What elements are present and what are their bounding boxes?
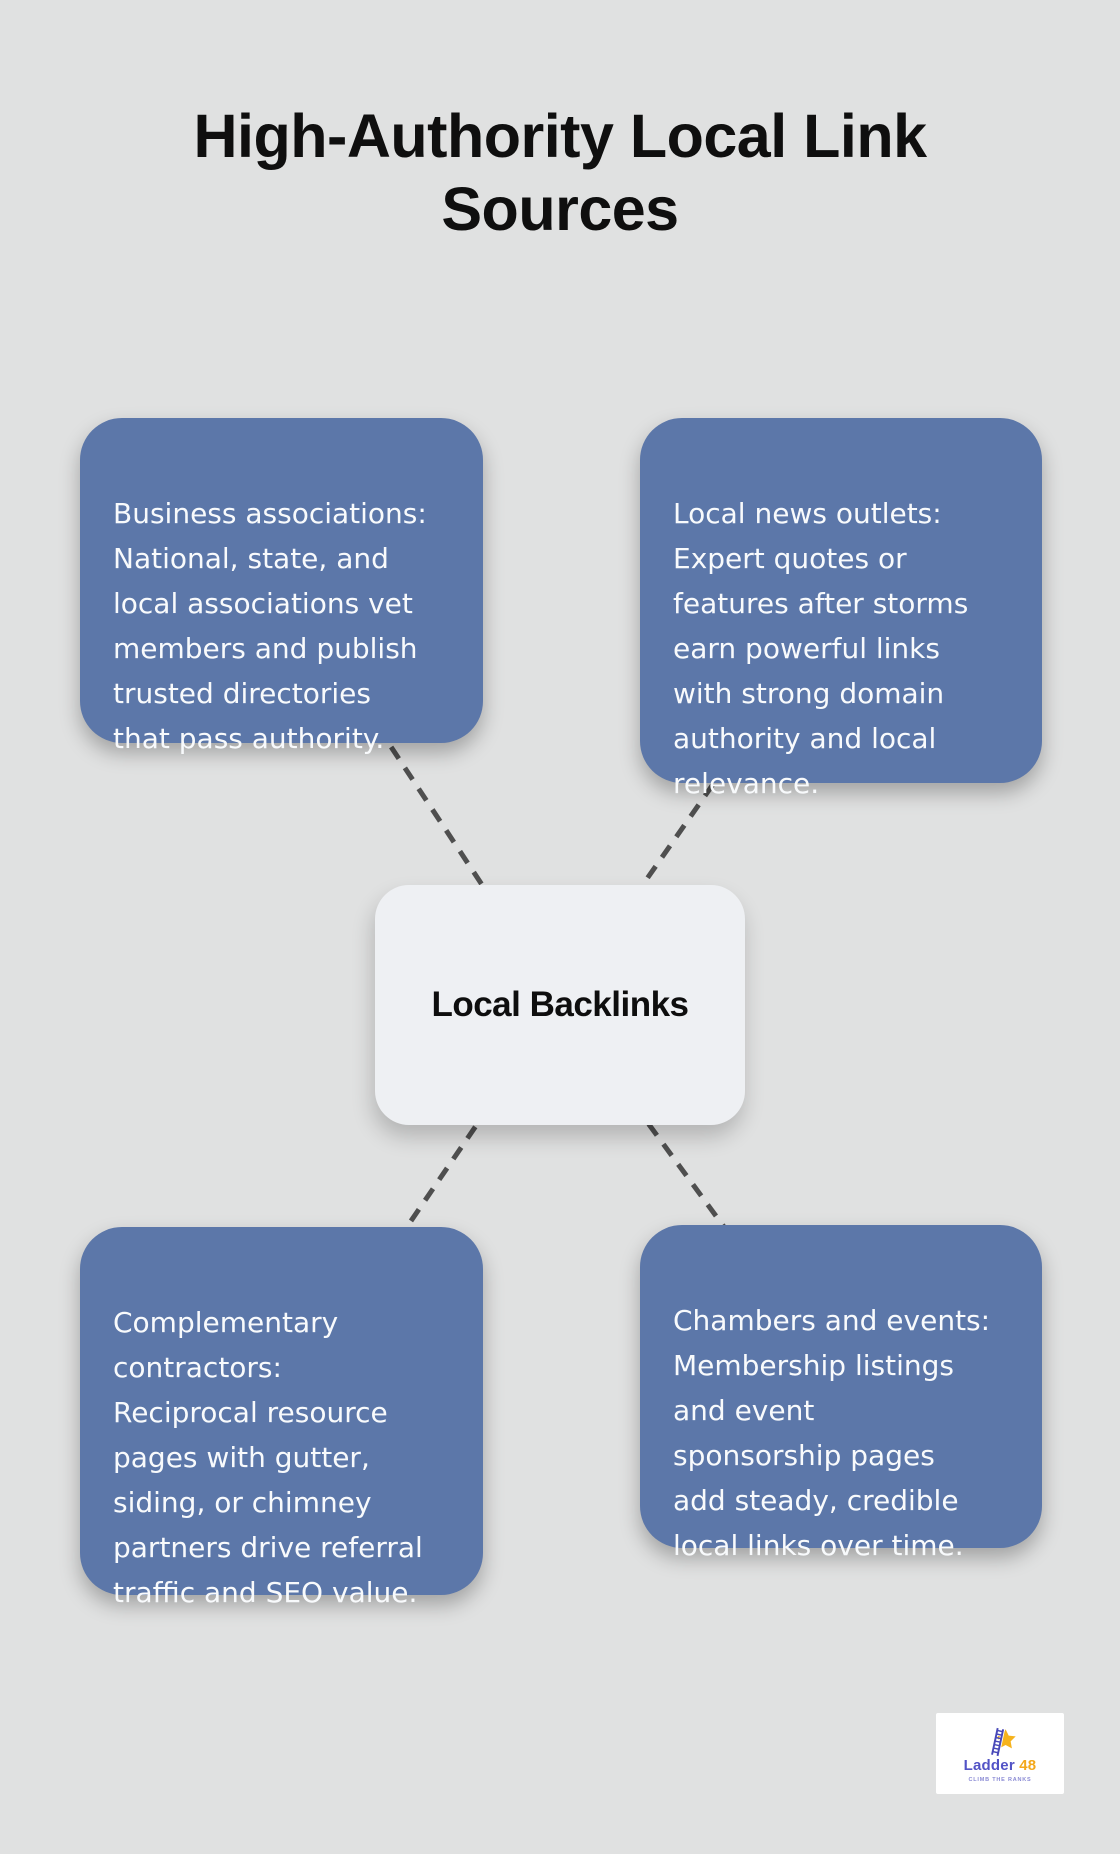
node-text-chambers-and-events: Chambers and events: Membership listings… — [673, 1304, 991, 1562]
node-card-complementary-contractors: Complementary contractors: Reciprocal re… — [80, 1227, 483, 1609]
page-title: High-Authority Local Link Sources — [193, 102, 927, 243]
node-card-chambers-and-events: Chambers and events: Membership listings… — [640, 1225, 1042, 1562]
logo-card: Ladder 48 CLIMB THE RANKS — [936, 1713, 1064, 1794]
ladder-star-logo-icon — [990, 1727, 1016, 1757]
logo-brand-number: 48 — [1019, 1757, 1037, 1774]
node-card-business-associations: Business associations: National, state, … — [80, 418, 483, 755]
node-text-business-associations: Business associations: National, state, … — [113, 497, 427, 755]
center-node: Local Backlinks — [375, 885, 745, 1125]
logo-brand-name: Ladder — [963, 1757, 1015, 1774]
node-card-local-news-outlets: Local news outlets: Expert quotes or fea… — [640, 418, 1042, 800]
node-text-complementary-contractors: Complementary contractors: Reciprocal re… — [113, 1306, 423, 1609]
center-node-label: Local Backlinks — [431, 985, 689, 1024]
ladder-icon — [990, 1727, 1005, 1757]
logo-brand-row: Ladder 48 — [964, 1758, 1037, 1774]
logo-tagline: CLIMB THE RANKS — [968, 1777, 1032, 1783]
node-text-local-news-outlets: Local news outlets: Expert quotes or fea… — [673, 497, 969, 800]
